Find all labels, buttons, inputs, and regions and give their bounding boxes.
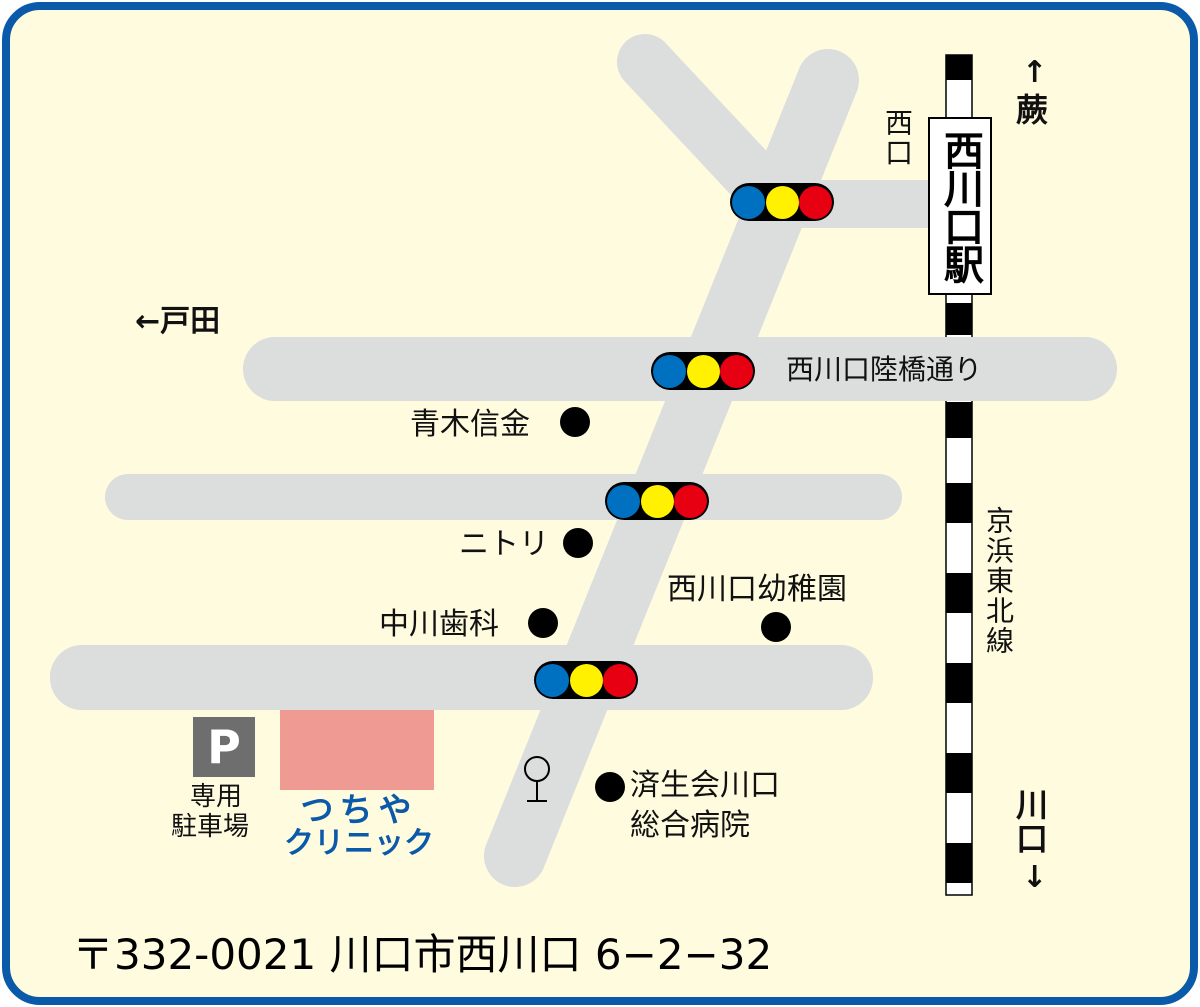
south-arrow-icon: ↓ — [1022, 860, 1048, 895]
traffic-light-icon — [534, 661, 638, 699]
bus-stop-icon — [524, 756, 550, 802]
landmark-nitori: ニトリ — [459, 527, 549, 562]
road-lower — [50, 645, 873, 710]
traffic-light-icon — [651, 352, 755, 390]
landmark-saiseikai-hospital: 済生会川口 — [630, 768, 780, 803]
landmark-marker-icon — [560, 407, 590, 437]
parking-label-line2: 駐車場 — [171, 812, 250, 842]
north-destination: 蕨 — [1016, 91, 1049, 129]
clinic-building — [280, 710, 434, 790]
south-destination: 川口 — [1011, 788, 1049, 856]
west-destination: ←戸田 — [135, 304, 221, 339]
clinic-name-line2: クリニック — [284, 826, 434, 861]
parking-icon: P — [193, 717, 255, 777]
north-arrow-icon: ↑ — [1022, 55, 1048, 90]
overpass-street-label: 西川口陸橋通り — [786, 353, 983, 386]
landmark-marker-icon — [528, 608, 558, 638]
station-name: 西川口駅 — [937, 130, 983, 282]
landmark-marker-icon — [761, 612, 791, 642]
landmark-saiseikai-hospital-line2: 総合病院 — [630, 808, 750, 843]
landmark-nakagawa-dental: 中川歯科 — [379, 607, 499, 642]
landmark-aoki-shinkin: 青木信金 — [410, 407, 530, 442]
clinic-address: 〒332-0021 川口市西川口 6−2−32 — [72, 930, 773, 979]
landmark-marker-icon — [595, 772, 625, 802]
parking-label-line1: 専用 — [190, 782, 243, 812]
clinic-name: つちや クリニック — [284, 793, 434, 861]
road-upper-left-diagonal — [617, 34, 788, 213]
station-box: 西川口駅 — [928, 117, 992, 295]
road-middle — [105, 474, 902, 520]
traffic-light-icon — [605, 482, 709, 520]
rail-line-label: 京浜東北線 — [982, 506, 1015, 656]
traffic-light-icon — [730, 183, 834, 221]
clinic-name-line1: つちや — [300, 790, 418, 829]
landmark-kindergarten: 西川口幼稚園 — [667, 572, 847, 607]
west-exit-label: 西口 — [881, 108, 914, 168]
landmark-marker-icon — [563, 528, 593, 558]
